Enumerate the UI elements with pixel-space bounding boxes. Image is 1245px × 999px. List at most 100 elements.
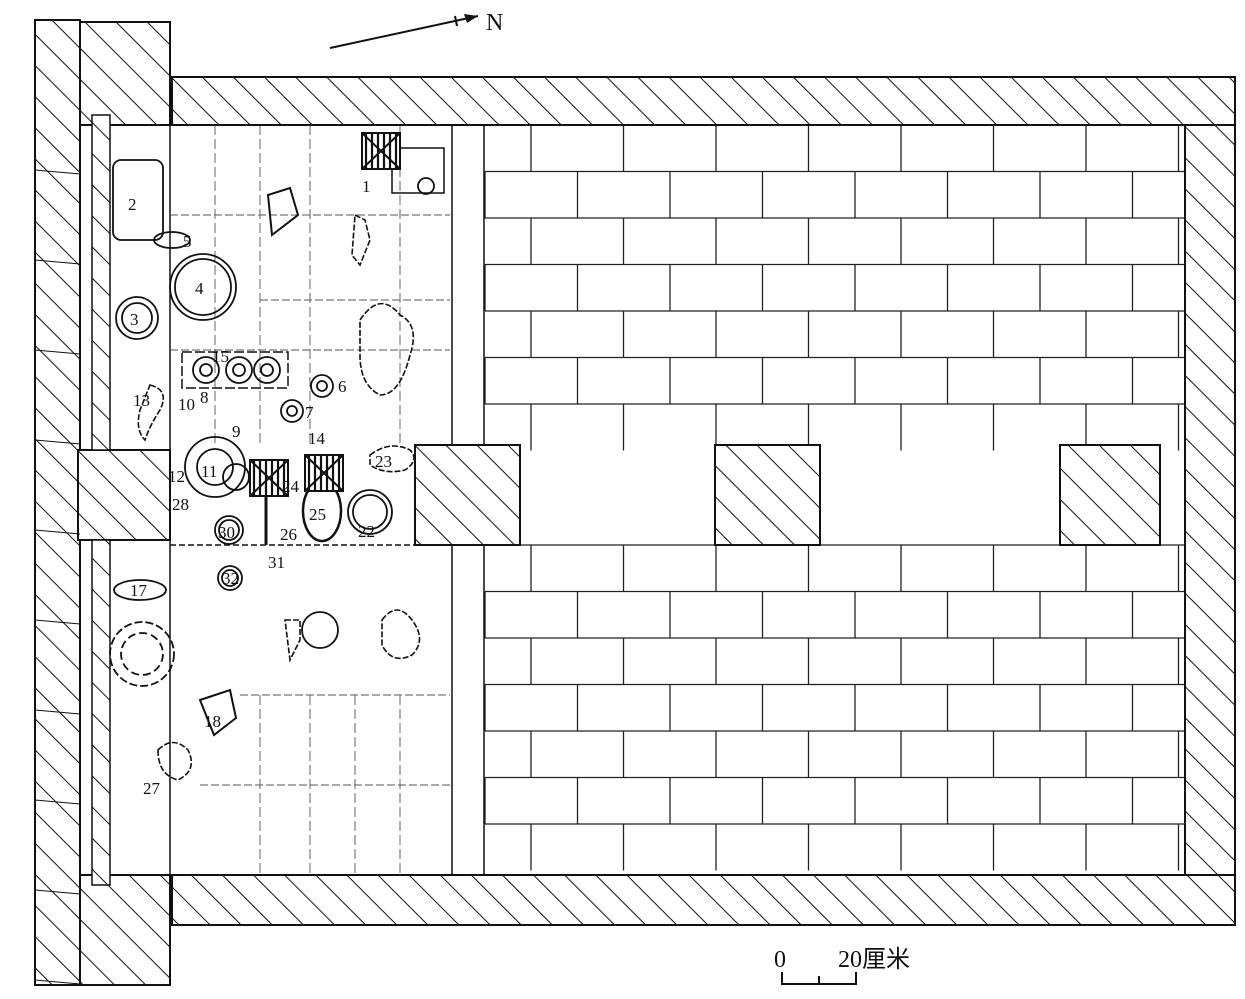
left-pier-bottom xyxy=(79,874,171,986)
cup xyxy=(192,356,220,384)
artifact-labels: 1234515678910111213141718222324252627283… xyxy=(128,177,392,798)
cup-5 xyxy=(153,231,191,249)
bottom-wall xyxy=(171,874,1236,926)
artifact-label-32: 32 xyxy=(222,569,239,588)
vessel-4-inner xyxy=(174,258,232,316)
cup-inner xyxy=(260,363,274,377)
mirror-line xyxy=(249,459,289,497)
vessel-22 xyxy=(347,489,393,535)
inner-strip xyxy=(91,539,111,886)
artifact-label-22: 22 xyxy=(358,522,375,541)
artifact-label-13: 13 xyxy=(133,391,150,410)
vessel-7-inner xyxy=(286,405,298,417)
vessel-7 xyxy=(280,399,304,423)
wall-joint xyxy=(34,259,81,265)
artifact-label-8: 8 xyxy=(200,388,209,407)
fragment xyxy=(359,302,415,396)
artifact-label-25: 25 xyxy=(309,505,326,524)
object-18 xyxy=(198,688,238,737)
top-wall xyxy=(171,76,1236,126)
scale-bar: 0 20厘米 xyxy=(774,946,910,985)
cup xyxy=(253,356,281,384)
artifact-label-30: 30 xyxy=(218,523,235,542)
vessel-3-inner xyxy=(121,302,153,334)
artifact-label-31: 31 xyxy=(268,553,285,572)
cup-inner xyxy=(199,363,213,377)
object xyxy=(266,186,300,237)
artifact-label-11: 11 xyxy=(201,462,217,481)
artifact-label-24: 24 xyxy=(282,477,300,496)
fragment xyxy=(369,445,415,473)
plate xyxy=(109,621,175,687)
artifact-label-18: 18 xyxy=(204,712,221,731)
wall-joint xyxy=(34,169,81,175)
wall-joint xyxy=(34,439,81,445)
bronze-mirror xyxy=(304,454,344,492)
artifact-label-5: 5 xyxy=(183,232,192,251)
brick-floor xyxy=(169,124,1186,876)
box xyxy=(391,147,445,194)
artifact-label-12: 12 xyxy=(168,467,185,486)
artifact-label-15: 15 xyxy=(212,347,229,366)
artifact-label-4: 4 xyxy=(195,279,204,298)
cup xyxy=(225,356,253,384)
vessel-32 xyxy=(217,565,243,591)
walls xyxy=(34,19,1236,986)
artifact-label-26: 26 xyxy=(280,525,297,544)
scale-zero: 0 xyxy=(774,947,786,973)
partition-block xyxy=(414,444,521,546)
small-vessel xyxy=(417,177,435,195)
artifacts xyxy=(109,132,445,781)
vessel-22-inner xyxy=(352,494,388,530)
partition-block xyxy=(714,444,821,546)
artifact-label-1: 1 xyxy=(362,177,371,196)
artifact-label-28: 28 xyxy=(172,495,189,514)
wall-joint xyxy=(34,349,81,355)
mirror-line xyxy=(361,132,401,170)
plate-inner xyxy=(120,632,164,676)
artifact-label-10: 10 xyxy=(178,395,195,414)
artifact-label-14: 14 xyxy=(308,429,326,448)
vessel-11-inner xyxy=(196,448,234,486)
bronze-mirror xyxy=(361,132,401,170)
divider-strip xyxy=(451,544,485,876)
floor-outline xyxy=(169,124,1186,876)
inner-strip xyxy=(91,114,111,451)
fragment xyxy=(284,619,301,663)
object-2 xyxy=(112,159,164,241)
right-wall xyxy=(1184,124,1236,876)
bowl xyxy=(301,611,339,649)
vessel-30-inner xyxy=(218,519,240,541)
wall-joint xyxy=(34,889,81,895)
artifact-label-6: 6 xyxy=(338,377,347,396)
vessel-6 xyxy=(310,374,334,398)
bronze-mirror xyxy=(249,459,289,497)
tray-15 xyxy=(181,351,289,389)
north-arrow: N xyxy=(329,10,503,49)
artifact-label-7: 7 xyxy=(305,403,314,422)
fragment xyxy=(351,213,371,267)
left-pier-top xyxy=(79,21,171,126)
partition-block xyxy=(1059,444,1161,546)
wall-joint xyxy=(34,799,81,805)
north-label: N xyxy=(486,10,503,36)
artifact-label-17: 17 xyxy=(130,581,148,600)
artifact-label-23: 23 xyxy=(375,452,392,471)
fragment xyxy=(381,609,421,660)
outer-left-wall xyxy=(34,19,81,986)
vessel-32-inner xyxy=(221,569,239,587)
artifact-label-27: 27 xyxy=(143,779,161,798)
vessel-30 xyxy=(214,515,244,545)
wall-joint xyxy=(34,979,81,985)
cup-17 xyxy=(113,579,167,601)
fragment xyxy=(157,741,193,781)
wall-joint xyxy=(34,709,81,715)
wall-joint xyxy=(34,619,81,625)
vessel-4 xyxy=(169,253,237,321)
scale-unit: 20厘米 xyxy=(838,946,910,973)
cup-inner xyxy=(232,363,246,377)
wall-joint xyxy=(34,529,81,535)
fragment xyxy=(137,384,165,442)
left-pier-middle xyxy=(77,449,171,541)
